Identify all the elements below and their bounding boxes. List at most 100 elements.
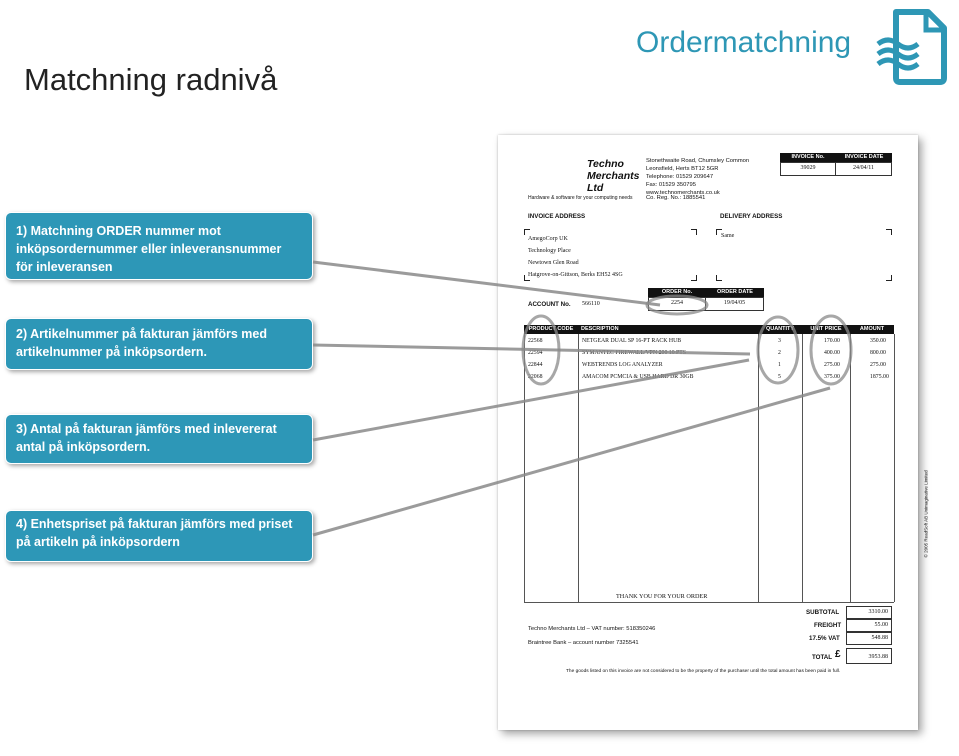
vat-label: 17.5% VAT <box>809 635 840 642</box>
column-header-quantity: QUANTITY <box>758 325 802 334</box>
callout-quantity: 3) Antal på fakturan jämförs med inlever… <box>5 414 313 464</box>
product-description: WEBTRENDS LOG ANALYZER <box>582 362 663 368</box>
page-title: Matchning radnivå <box>24 62 278 97</box>
product-code: 22068 <box>528 374 543 380</box>
address-line: Telephone: 01529 209647 <box>646 174 714 180</box>
callout-order-number: 1) Matchning ORDER nummer mot inköpsorde… <box>5 212 313 280</box>
product-code: 22594 <box>528 350 543 356</box>
callout-line: 4) Enhetspriset på fakturan jämförs med … <box>16 517 293 531</box>
unit-price: 375.00 <box>824 374 840 380</box>
address-line: Stonethwaite Road, Chumsley Common <box>646 158 750 164</box>
invoice-no-header: INVOICE No. <box>780 153 836 162</box>
table-border <box>894 334 895 602</box>
quantity: 3 <box>778 338 781 344</box>
product-code: 22568 <box>528 338 543 344</box>
company-address: Stonethwaite Road, Chumsley Common Leons… <box>646 157 749 197</box>
column-header-unit-price: UNIT PRICE <box>802 325 850 334</box>
callout-line: på artikeln på inköpsordern <box>16 535 180 549</box>
invoice-address-line: AmegoCorp UK <box>528 236 568 242</box>
product-description: AMACOM PCMCIA & USB HARD DR 30GB <box>582 374 694 380</box>
invoice-number-value: 39029 <box>780 162 836 176</box>
order-date-header: ORDER DATE <box>706 288 764 297</box>
quantity: 1 <box>778 362 781 368</box>
address-corner <box>716 229 722 235</box>
column-header-description: DESCRIPTION <box>578 325 758 334</box>
freight-label: FREIGHT <box>814 622 842 629</box>
footer-terms: The goods listed on this invoice are not… <box>566 669 841 674</box>
company-registration: Co. Reg. No.: 1885541 <box>646 195 706 201</box>
vat-value: 548.88 <box>846 632 892 645</box>
quantity: 5 <box>778 374 781 380</box>
delivery-address-label: DELIVERY ADDRESS <box>720 213 783 220</box>
order-no-header: ORDER No. <box>648 288 706 297</box>
callout-line: inköpsordernummer eller inleveransnummer <box>16 242 282 256</box>
unit-price: 400.00 <box>824 350 840 356</box>
freight-value: 55.00 <box>846 619 892 632</box>
account-number: 566110 <box>582 301 600 307</box>
column-header-amount: AMOUNT <box>850 325 894 334</box>
callout-line: artikelnummer på inköpsordern. <box>16 345 208 359</box>
delivery-address-value: Same <box>721 233 735 239</box>
invoice-address: AmegoCorp UK Technology Place Newtown Gl… <box>528 233 623 281</box>
total-value: 3953.88 <box>846 648 892 664</box>
brand-title: Ordermatchning <box>636 26 852 59</box>
address-corner <box>691 229 697 235</box>
table-border <box>578 334 579 602</box>
amount: 1875.00 <box>870 374 889 380</box>
product-description: NETGEAR DUAL SP 16-PT RACK HUB <box>582 338 682 344</box>
unit-price: 170.00 <box>824 338 840 344</box>
currency-symbol: £ <box>835 649 841 660</box>
address-corner <box>886 229 892 235</box>
amount: 800.00 <box>870 350 886 356</box>
callout-line: 3) Antal på fakturan jämförs med inlever… <box>16 422 277 436</box>
invoice-address-line: Technology Place <box>528 248 571 254</box>
company-name: Techno Merchants Ltd <box>587 158 640 194</box>
company-name-line: Techno <box>587 158 624 170</box>
address-corner <box>886 275 892 281</box>
address-corner <box>691 275 697 281</box>
invoice-address-line: Hatgrove-on-Gittson, Berks EH52 4SG <box>528 272 623 278</box>
order-date-value: 19/04/05 <box>705 297 764 311</box>
table-border <box>758 334 759 602</box>
invoice-date-header: INVOICE DATE <box>836 153 892 162</box>
table-bottom-border <box>524 602 894 603</box>
invoice-address-line: Newtown Glen Road <box>528 260 579 266</box>
subtotal-label: SUBTOTAL <box>806 609 840 616</box>
callout-line: antal på inköpsordern. <box>16 440 151 454</box>
invoice-date-value: 24/04/11 <box>835 162 892 176</box>
unit-price: 275.00 <box>824 362 840 368</box>
address-line: Fax: 01529 350795 <box>646 182 696 188</box>
company-name-line: Merchants <box>587 170 640 182</box>
callout-article-number: 2) Artikelnummer på fakturan jämförs med… <box>5 318 313 370</box>
quantity: 2 <box>778 350 781 356</box>
side-copyright: © 2005 ReadSoft AB Unimaginative Limited <box>923 470 929 558</box>
amount: 275.00 <box>870 362 886 368</box>
table-border <box>850 334 851 602</box>
company-tagline: Hardware & software for your computing n… <box>528 195 633 201</box>
thank-you-text: THANK YOU FOR YOUR ORDER <box>616 593 708 600</box>
invoice-document: Techno Merchants Ltd Hardware & software… <box>498 135 929 730</box>
column-header-product-code: PRODUCT CODE <box>524 325 578 334</box>
document-matching-icon <box>876 9 947 85</box>
callout-line: 2) Artikelnummer på fakturan jämförs med <box>16 327 267 341</box>
callout-line: för inleveransen <box>16 260 113 274</box>
product-code: 22844 <box>528 362 543 368</box>
table-border <box>524 334 525 602</box>
callout-line: 1) Matchning ORDER nummer mot <box>16 224 221 238</box>
address-line: www.technomerchants.co.uk <box>646 190 720 196</box>
table-border <box>802 334 803 602</box>
product-description: SYMANTEC FIREWALL/VPN 200 10 PTS <box>582 350 687 356</box>
address-corner <box>524 229 530 235</box>
amount: 350.00 <box>870 338 886 344</box>
account-label: ACCOUNT No. <box>528 301 571 308</box>
total-label: TOTAL <box>812 654 833 661</box>
address-line: Leonsfield, Herts BT12 5GR <box>646 166 719 172</box>
callout-unit-price: 4) Enhetspriset på fakturan jämförs med … <box>5 510 313 562</box>
vat-number-line: Techno Merchants Ltd – VAT number: 51835… <box>528 626 656 632</box>
order-number-value: 2254 <box>648 297 706 311</box>
bank-account-line: Braintree Bank – account number 7325541 <box>528 640 639 646</box>
invoice-address-label: INVOICE ADDRESS <box>528 213 586 220</box>
company-name-line: Ltd <box>587 182 604 194</box>
subtotal-value: 3310.00 <box>846 606 892 619</box>
address-corner <box>716 275 722 281</box>
